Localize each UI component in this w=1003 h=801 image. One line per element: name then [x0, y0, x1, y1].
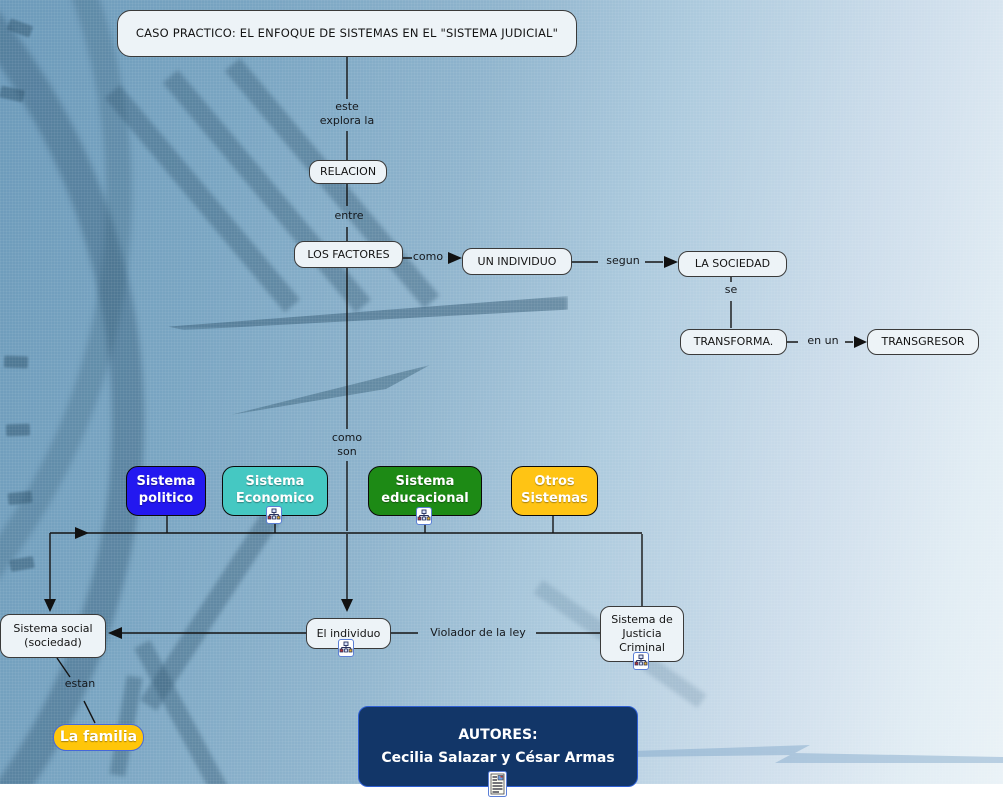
linking-phrase-segun[interactable]: segun	[606, 254, 640, 267]
node-un-individuo[interactable]: UN INDIVIDUO	[462, 248, 572, 275]
cmap-resource-icon[interactable]	[266, 506, 282, 528]
cmap-resource-icon[interactable]	[338, 639, 354, 661]
cmap-resource-icon[interactable]	[416, 507, 432, 529]
document-resource-icon[interactable]	[488, 771, 507, 801]
linking-phrase-entre[interactable]: entre	[334, 209, 364, 222]
node-la-sociedad[interactable]: LA SOCIEDAD	[678, 251, 787, 277]
linking-phrase-estan[interactable]: estan	[64, 677, 96, 690]
clock-background	[0, 0, 1003, 784]
node-la-familia[interactable]: La familia	[53, 724, 144, 751]
linking-phrase-como-son[interactable]: como son	[331, 431, 363, 459]
node-transgresor[interactable]: TRANSGRESOR	[867, 329, 979, 355]
node-relacion[interactable]: RELACION	[309, 160, 387, 184]
linking-phrase-violador-de-la-ley[interactable]: Violador de la ley	[430, 626, 526, 639]
node-titulo[interactable]: CASO PRACTICO: EL ENFOQUE DE SISTEMAS EN…	[117, 10, 577, 57]
node-otros-sistemas[interactable]: Otros Sistemas	[511, 466, 598, 516]
linking-phrase-como[interactable]: como	[412, 250, 444, 263]
node-sistema-politico[interactable]: Sistema politico	[126, 466, 206, 516]
node-los-factores[interactable]: LOS FACTORES	[294, 241, 403, 268]
linking-phrase-se[interactable]: se	[724, 283, 738, 296]
node-transforma[interactable]: TRANSFORMA.	[680, 329, 787, 355]
linking-phrase-este-explora-la[interactable]: este explora la	[319, 100, 375, 128]
linking-phrase-en-un[interactable]: en un	[807, 334, 839, 347]
cmap-resource-icon[interactable]	[633, 652, 649, 674]
node-sistema-social[interactable]: Sistema social (sociedad)	[0, 614, 106, 658]
